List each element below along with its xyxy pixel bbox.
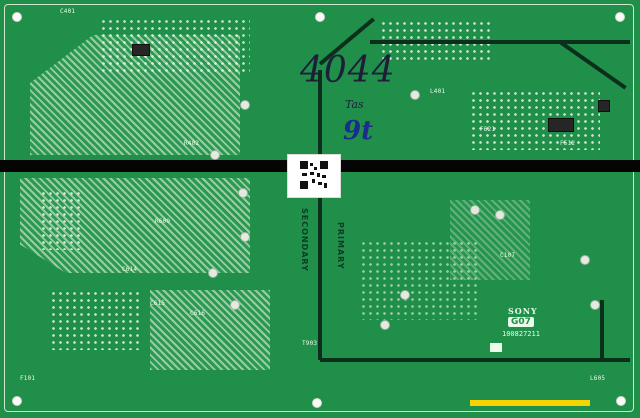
isolation-trace-top [370, 40, 630, 44]
solder-dots-top [100, 18, 250, 73]
solder-pad [230, 300, 240, 310]
solder-pad [210, 150, 220, 160]
primary-label: PRIMARY [336, 222, 345, 270]
smd-chip [598, 100, 610, 112]
ref-label: F101 [20, 375, 36, 382]
qr-code-sticker [287, 154, 341, 198]
connector-yellow [470, 400, 590, 406]
ref-label: L401 [430, 88, 446, 95]
ref-label: F621 [480, 126, 496, 133]
ref-label: C614 [122, 266, 138, 273]
solder-pad [240, 232, 250, 242]
solder-pad [410, 90, 420, 100]
solder-pad [400, 290, 410, 300]
ref-label: L605 [590, 375, 606, 382]
ref-label: T903 [302, 340, 318, 347]
solder-pad [240, 100, 250, 110]
mounting-hole [312, 398, 322, 408]
ref-label: F512 [560, 140, 576, 147]
solder-dots-primary [360, 240, 480, 320]
board-outline [4, 4, 634, 412]
mounting-hole [12, 396, 22, 406]
secondary-label: SECONDARY [300, 208, 309, 272]
solder-pad [380, 320, 390, 330]
ref-label: R600 [155, 218, 171, 225]
qr-code-icon [298, 159, 330, 191]
mounting-hole [12, 12, 22, 22]
mounting-hole [616, 396, 626, 406]
isolation-trace-bottom [320, 358, 630, 362]
smd-chip [548, 118, 574, 132]
solder-pad [580, 255, 590, 265]
handwritten-small-note: Tas [345, 98, 364, 111]
solder-pad [590, 300, 600, 310]
mounting-hole [315, 12, 325, 22]
certification-logo [490, 343, 502, 352]
solder-pad [238, 188, 248, 198]
mounting-hole [615, 12, 625, 22]
part-number: 100827211 [502, 330, 540, 338]
maker-logo: SONY [508, 306, 538, 316]
handwritten-code: 9t [343, 116, 374, 146]
handwritten-number: 4044 [300, 50, 396, 91]
solder-dots-left-mid [40, 190, 80, 250]
stamp-badge: G07 [508, 317, 534, 327]
copper-fill-left-lower [150, 290, 270, 370]
smd-chip [132, 44, 150, 56]
isolation-trace-right [600, 300, 604, 360]
ref-label: C401 [60, 8, 76, 15]
isolation-trace-vertical [318, 70, 322, 360]
ref-label: C107 [500, 252, 516, 259]
solder-pad [495, 210, 505, 220]
ref-label: C615 [150, 300, 166, 307]
solder-pad [470, 205, 480, 215]
solder-pad [208, 268, 218, 278]
ref-label: R402 [184, 140, 200, 147]
ref-label: C616 [190, 310, 206, 317]
solder-dots-right-mid [470, 90, 600, 150]
solder-dots-bottom [50, 290, 140, 350]
